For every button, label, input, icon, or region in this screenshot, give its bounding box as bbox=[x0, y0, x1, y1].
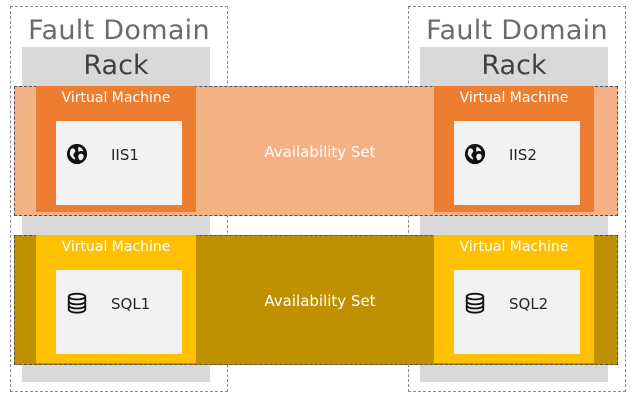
globe-icon bbox=[66, 143, 88, 165]
rack-title: Rack bbox=[481, 50, 547, 81]
fault-domain-title: Fault Domain bbox=[426, 15, 608, 46]
vm-content: IIS2 bbox=[454, 121, 580, 205]
vm-title: Virtual Machine bbox=[61, 90, 171, 106]
availability-set-label: Availability Set bbox=[264, 143, 376, 161]
database-icon bbox=[465, 292, 485, 314]
virtual-machine-iis1: Virtual Machine IIS1 bbox=[36, 86, 196, 212]
database-icon bbox=[67, 292, 87, 314]
vm-content: IIS1 bbox=[56, 121, 182, 205]
virtual-machine-sql1: Virtual Machine SQL1 bbox=[36, 235, 196, 363]
vm-title: Virtual Machine bbox=[61, 239, 171, 255]
vm-content: SQL1 bbox=[56, 270, 182, 354]
server-label: SQL2 bbox=[509, 295, 549, 313]
server-label: IIS1 bbox=[111, 146, 139, 164]
availability-set-label: Availability Set bbox=[264, 292, 376, 310]
server-label: IIS2 bbox=[509, 146, 537, 164]
fault-domain-title: Fault Domain bbox=[28, 15, 210, 46]
vm-content: SQL2 bbox=[454, 270, 580, 354]
vm-title: Virtual Machine bbox=[459, 239, 569, 255]
vm-title: Virtual Machine bbox=[459, 90, 569, 106]
globe-icon bbox=[464, 143, 486, 165]
rack-title: Rack bbox=[83, 50, 149, 81]
virtual-machine-sql2: Virtual Machine SQL2 bbox=[434, 235, 594, 363]
server-label: SQL1 bbox=[111, 295, 151, 313]
virtual-machine-iis2: Virtual Machine IIS2 bbox=[434, 86, 594, 212]
